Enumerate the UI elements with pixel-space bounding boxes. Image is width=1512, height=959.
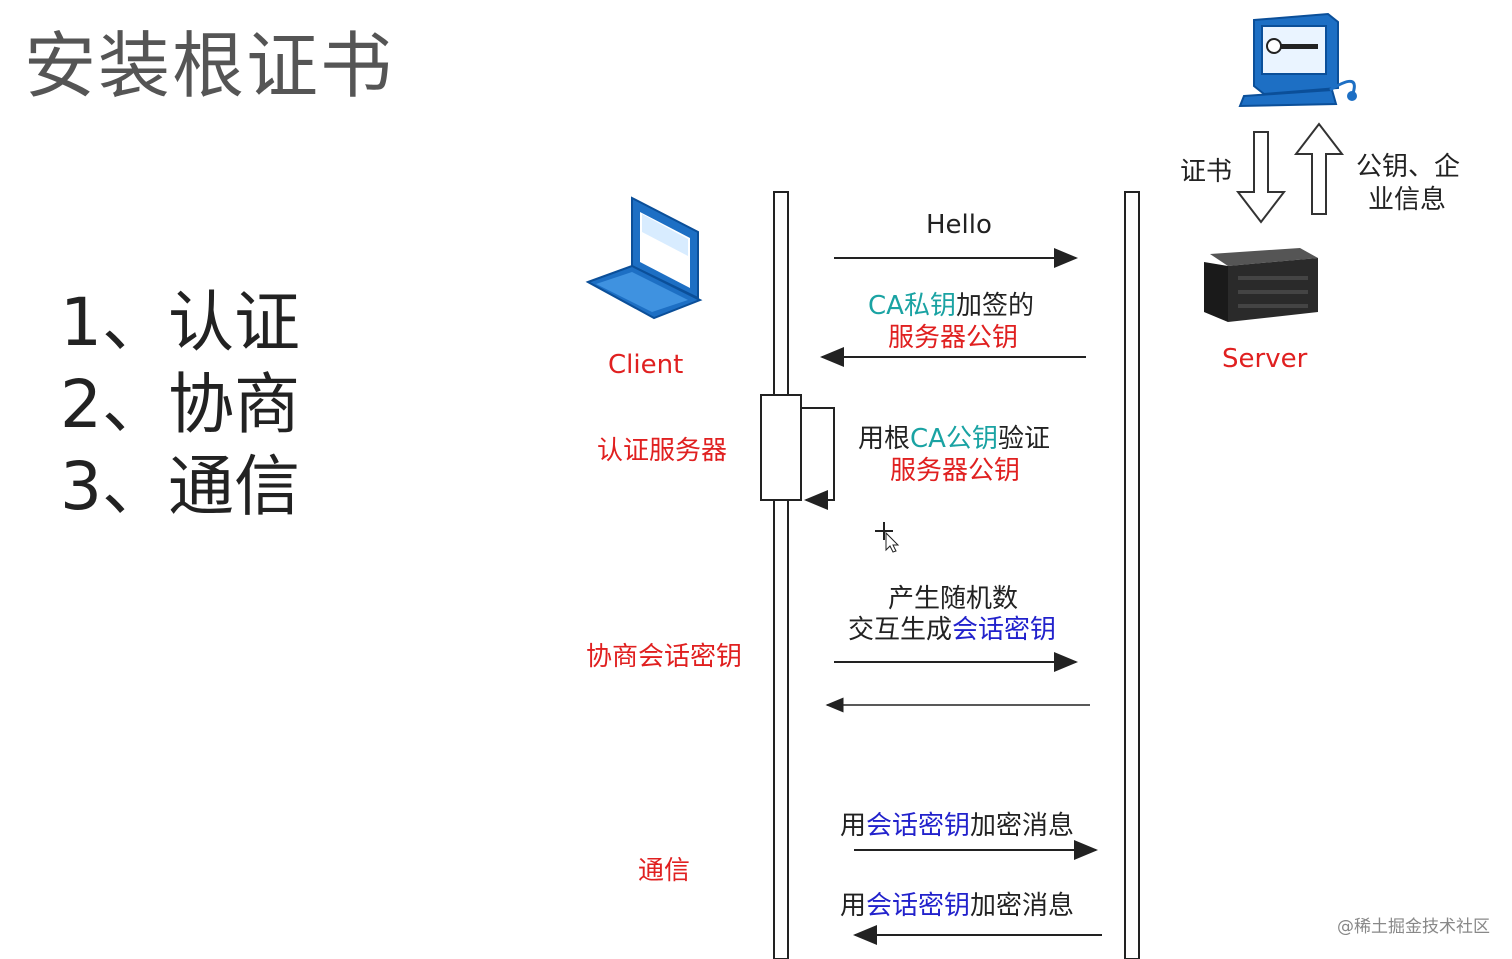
random-message-line2: 交互生成会话密钥 (848, 615, 1057, 645)
laptop-icon (585, 196, 703, 320)
cert-label: 证书 (1180, 157, 1233, 187)
hello-message: Hello (926, 210, 992, 240)
verify-message-line2: 服务器公钥 (890, 456, 1021, 486)
phase-negotiate-label: 协商会话密钥 (586, 642, 743, 672)
random-message-line1: 产生随机数 (888, 584, 1019, 614)
step-communicate: 3、通信 (60, 448, 300, 525)
watermark: @稀土掘金技术社区 (1337, 917, 1490, 937)
pubkey-up-arrow-icon (1293, 122, 1345, 215)
server-icon (1204, 248, 1318, 322)
client-label: Client (608, 350, 684, 380)
pubkey-label-line2: 业信息 (1368, 185, 1447, 215)
ca-signed-message-line2: 服务器公钥 (888, 323, 1019, 353)
self-call-arrow (801, 407, 835, 510)
ca-computer-icon (1238, 12, 1357, 108)
step-negotiate: 2、协商 (60, 366, 300, 443)
steps-list: 1、认证 2、协商 3、通信 (60, 282, 300, 528)
server-lifeline (1124, 191, 1140, 959)
cert-down-arrow-icon (1235, 131, 1287, 224)
mouse-cursor-icon (875, 522, 900, 553)
verify-activation-box (760, 394, 802, 501)
phase-communicate-label: 通信 (638, 856, 691, 886)
encrypted-message-1: 用会话密钥加密消息 (840, 811, 1075, 841)
page-title: 安装根证书 (24, 24, 395, 108)
client-lifeline (773, 191, 789, 959)
ca-signed-message-line1: CA私钥加签的 (868, 291, 1034, 321)
phase-auth-label: 认证服务器 (597, 436, 728, 466)
pubkey-label-line1: 公钥、企 (1356, 152, 1461, 182)
step-auth: 1、认证 (60, 284, 300, 361)
verify-message-line1: 用根CA公钥验证 (858, 424, 1050, 454)
server-label: Server (1222, 344, 1308, 374)
encrypted-message-2: 用会话密钥加密消息 (840, 891, 1075, 921)
